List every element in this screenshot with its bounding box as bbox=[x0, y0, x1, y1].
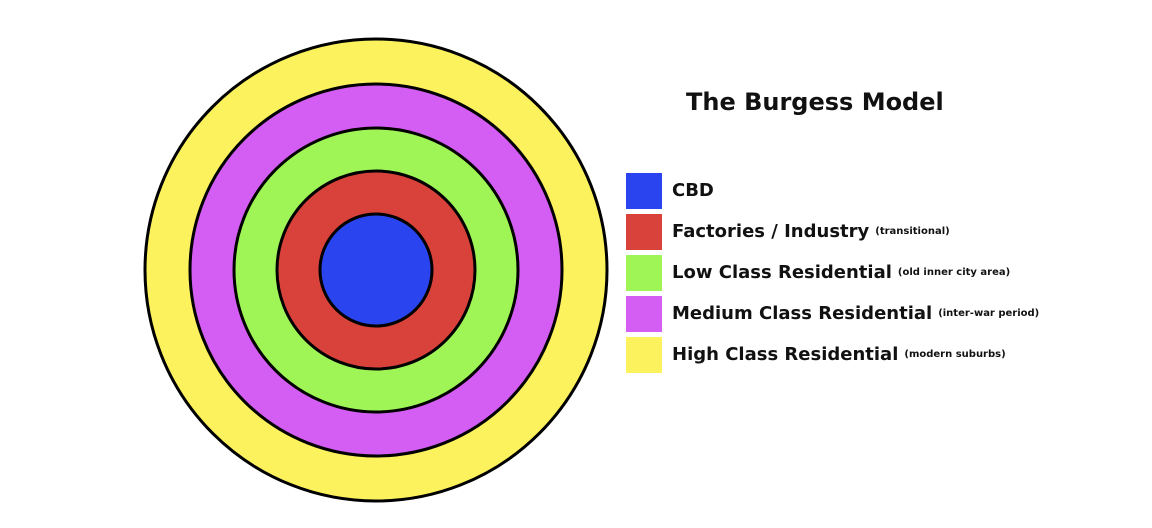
legend-item-cbd: CBD bbox=[626, 170, 1039, 211]
legend-swatch-low-class bbox=[626, 254, 662, 291]
legend-swatch-medium-class bbox=[626, 295, 662, 332]
legend-label-factories: Factories / Industry bbox=[672, 221, 870, 242]
diagram-title: The Burgess Model bbox=[686, 88, 944, 116]
legend-note-low-class: (old inner city area) bbox=[897, 267, 1011, 278]
legend-item-factories: Factories / Industry (transitional) bbox=[626, 211, 1039, 252]
zone-ring-cbd bbox=[318, 212, 434, 328]
legend-note-medium-class: (inter-war period) bbox=[938, 308, 1040, 319]
legend-item-low-class: Low Class Residential (old inner city ar… bbox=[626, 252, 1039, 293]
legend-item-medium-class: Medium Class Residential (inter-war peri… bbox=[626, 293, 1039, 334]
legend-label-cbd: CBD bbox=[672, 180, 714, 201]
legend-swatch-high-class bbox=[626, 336, 662, 373]
legend: CBD Factories / Industry (transitional) … bbox=[626, 170, 1039, 375]
legend-label-medium-class: Medium Class Residential bbox=[672, 303, 933, 324]
legend-swatch-cbd bbox=[626, 172, 662, 209]
legend-note-high-class: (modern suburbs) bbox=[904, 349, 1006, 360]
legend-label-high-class: High Class Residential bbox=[672, 344, 899, 365]
legend-swatch-factories bbox=[626, 213, 662, 250]
legend-item-high-class: High Class Residential (modern suburbs) bbox=[626, 334, 1039, 375]
legend-note-factories: (transitional) bbox=[875, 226, 950, 237]
legend-label-low-class: Low Class Residential bbox=[672, 262, 892, 283]
